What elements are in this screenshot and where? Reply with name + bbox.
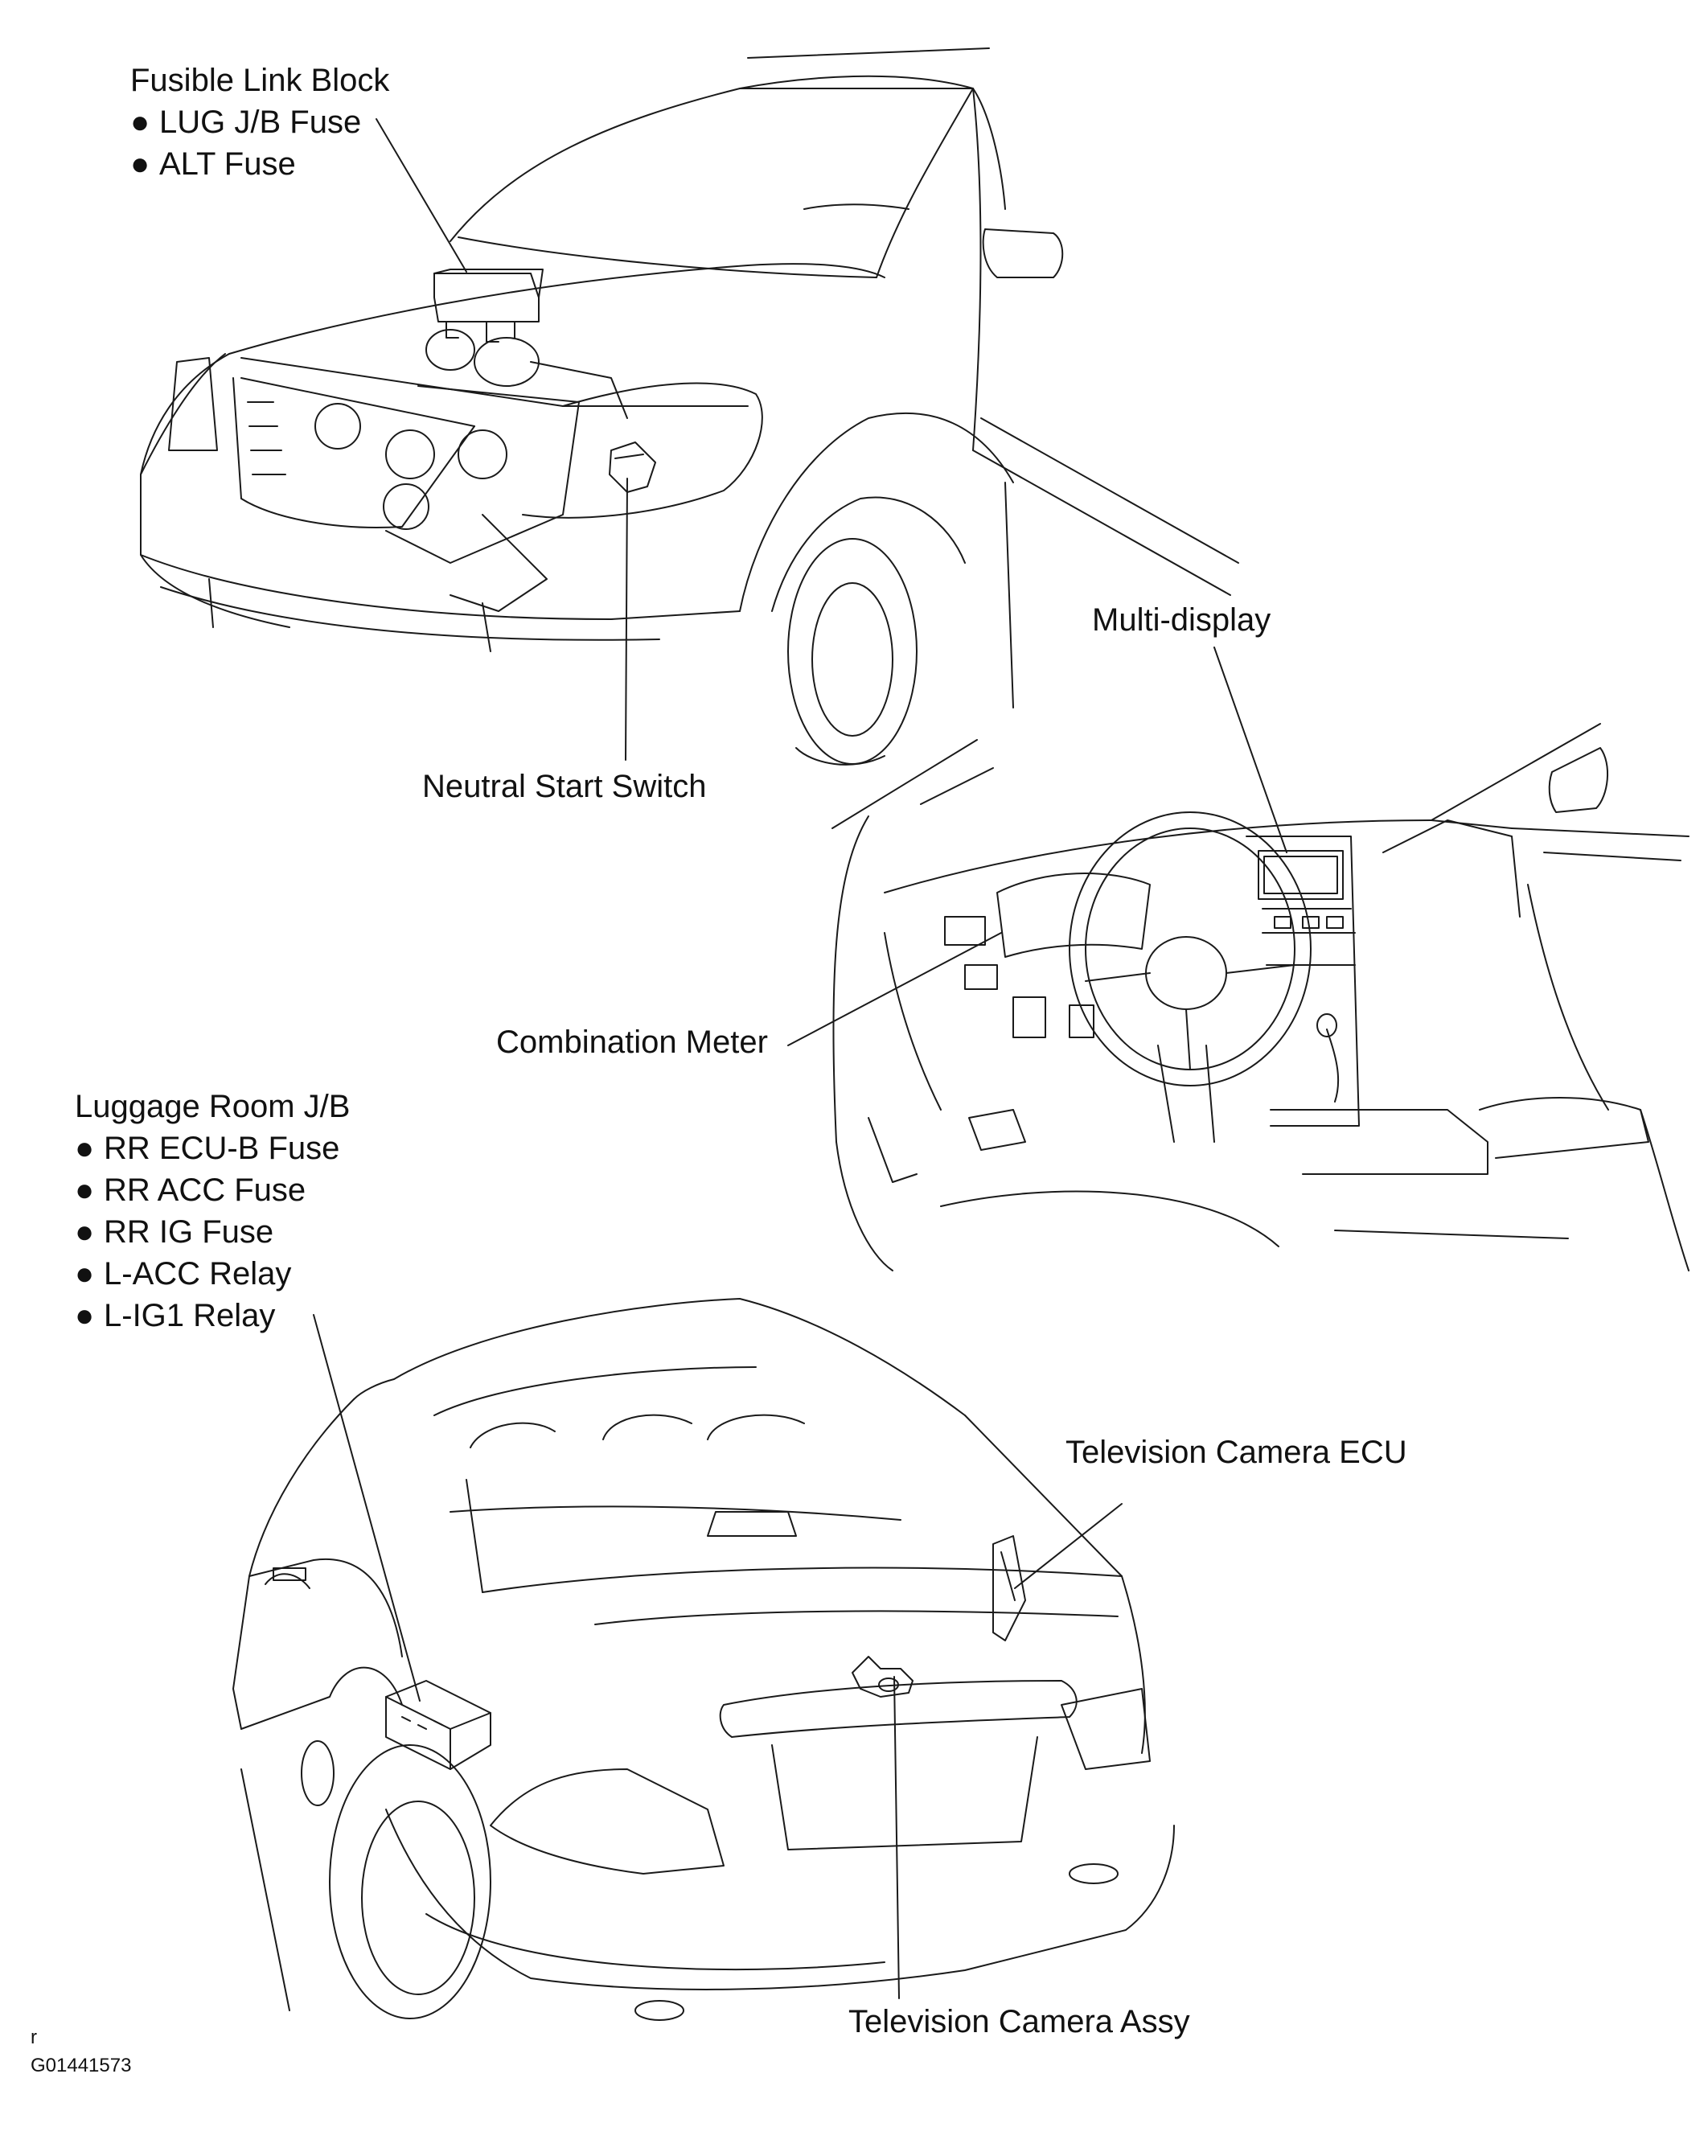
luggage-room-jb-part bbox=[386, 1681, 491, 1769]
bullet-icon: ● bbox=[75, 1172, 95, 1208]
multi-display-label: Multi-display bbox=[1092, 602, 1271, 638]
leader-combination-meter bbox=[788, 933, 1001, 1045]
bullet-icon: ● bbox=[130, 146, 150, 182]
luggage-room-jb-item: ●RR ECU-B Fuse bbox=[75, 1127, 350, 1169]
corner-mark: r bbox=[31, 2027, 37, 2048]
leader-fusible-link-block bbox=[376, 119, 466, 272]
luggage-room-jb-item: ●L-ACC Relay bbox=[75, 1253, 350, 1295]
fusible-link-block-part bbox=[434, 269, 543, 342]
interior-illustration bbox=[832, 724, 1689, 1271]
luggage-room-jb-callout: Luggage Room J/B ●RR ECU-B Fuse ●RR ACC … bbox=[75, 1086, 350, 1337]
front-car-illustration bbox=[141, 48, 1238, 765]
bullet-icon: ● bbox=[130, 105, 150, 140]
luggage-room-jb-item: ●L-IG1 Relay bbox=[75, 1295, 350, 1337]
fusible-link-block-item: ●ALT Fuse bbox=[130, 143, 389, 185]
luggage-room-jb-item: ●RR IG Fuse bbox=[75, 1211, 350, 1253]
bullet-icon: ● bbox=[75, 1214, 95, 1250]
television-camera-assy-part bbox=[852, 1657, 913, 1697]
figure-code: G01441573 bbox=[31, 2055, 132, 2076]
rear-car-illustration bbox=[233, 1299, 1174, 2020]
bullet-icon: ● bbox=[75, 1131, 95, 1166]
neutral-start-switch-label: Neutral Start Switch bbox=[422, 769, 707, 804]
neutral-start-switch-part bbox=[610, 442, 655, 492]
leader-luggage-room-jb bbox=[314, 1315, 420, 1701]
luggage-room-jb-title: Luggage Room J/B bbox=[75, 1089, 351, 1124]
fusible-link-block-callout: Fusible Link Block ●LUG J/B Fuse ●ALT Fu… bbox=[130, 60, 389, 185]
fusible-link-block-title: Fusible Link Block bbox=[130, 63, 390, 98]
luggage-room-jb-item: ●RR ACC Fuse bbox=[75, 1169, 350, 1211]
television-camera-ecu-label: Television Camera ECU bbox=[1065, 1435, 1407, 1470]
leader-multi-display bbox=[1214, 647, 1287, 852]
television-camera-ecu-part bbox=[993, 1536, 1025, 1641]
leader-neutral-start-switch bbox=[626, 478, 627, 760]
bullet-icon: ● bbox=[75, 1256, 95, 1292]
leader-television-camera-ecu bbox=[1015, 1504, 1122, 1588]
leader-television-camera-assy bbox=[894, 1677, 899, 1998]
fusible-link-block-item: ●LUG J/B Fuse bbox=[130, 101, 389, 143]
combination-meter-label: Combination Meter bbox=[496, 1025, 768, 1060]
multi-display-part bbox=[1258, 851, 1343, 899]
television-camera-assy-label: Television Camera Assy bbox=[848, 2004, 1190, 2039]
bullet-icon: ● bbox=[75, 1298, 95, 1333]
